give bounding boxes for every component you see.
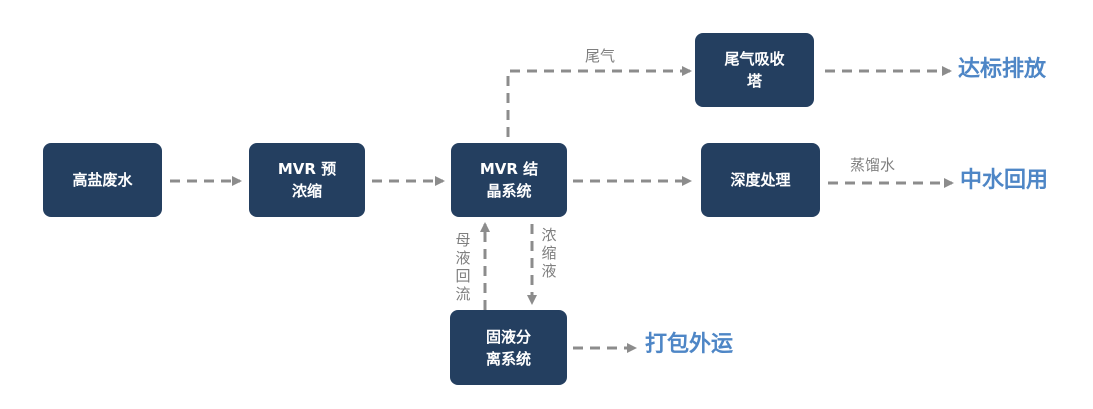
node-label: 尾气吸收 塔	[724, 50, 785, 90]
edge-label-tail-gas: 尾气	[585, 47, 616, 65]
node-solid-liquid-separation: 固液分 离系统	[450, 310, 567, 385]
edge-label-mother-liquor-reflux: 母液回流	[455, 231, 471, 303]
node-tail-gas-absorption: 尾气吸收 塔	[695, 33, 814, 107]
node-mvr-crystallization: MVR 结 晶系统	[451, 143, 567, 217]
node-deep-treatment: 深度处理	[701, 143, 820, 217]
edge-label-distilled-water: 蒸馏水	[850, 156, 896, 174]
output-discharge: 达标排放	[958, 57, 1047, 82]
node-high-salt-wastewater: 高盐废水	[43, 143, 162, 217]
edge-label-concentrate: 浓缩液	[541, 226, 557, 280]
node-label: 高盐废水	[72, 171, 133, 189]
node-label: MVR 结 晶系统	[479, 160, 539, 200]
output-transport: 打包外运	[645, 332, 734, 357]
output-reuse: 中水回用	[960, 168, 1049, 193]
node-label: 深度处理	[730, 171, 791, 189]
node-label: MVR 预 浓缩	[277, 160, 337, 200]
node-label: 固液分 离系统	[485, 327, 531, 368]
arrow-crystallization-to-tail-gas	[506, 66, 692, 137]
node-mvr-preconcentration: MVR 预 浓缩	[249, 143, 365, 217]
